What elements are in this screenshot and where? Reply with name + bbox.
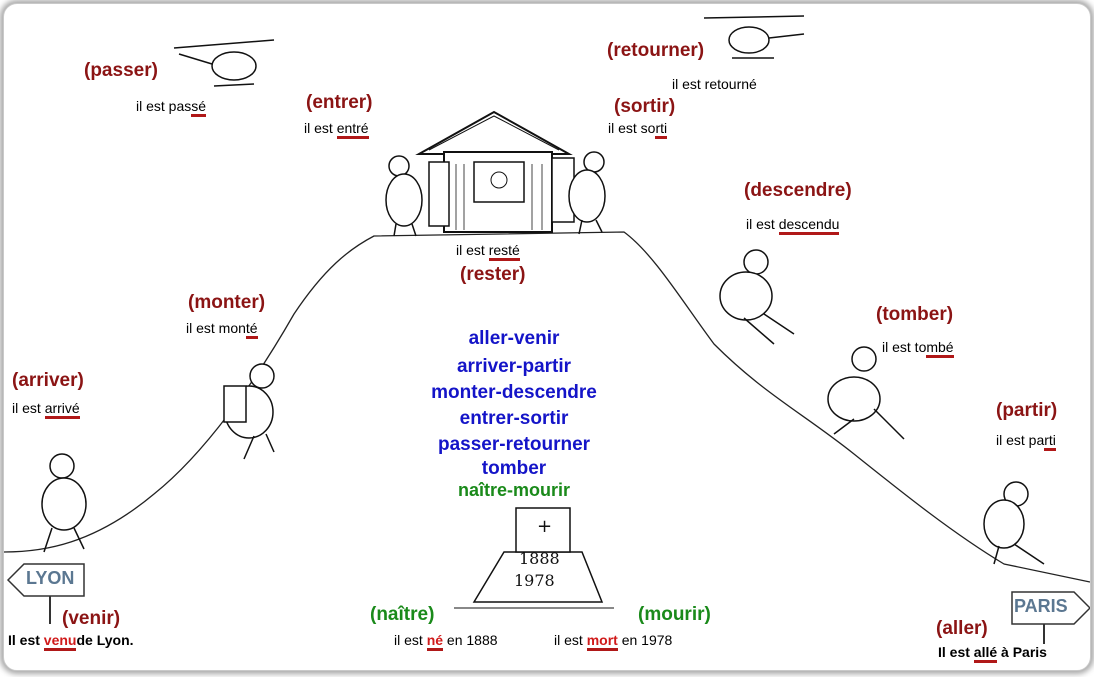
helicopter-drawing-right	[703, 15, 805, 59]
tomb-year-2: 1978	[514, 571, 555, 590]
verb-naitre: (naître)	[370, 604, 435, 625]
pair-entrer-sortir: entrer-sortir	[459, 408, 569, 429]
hiker-monter	[223, 363, 275, 460]
paris-sign	[1011, 591, 1090, 625]
phrase-tomber: il est tombé	[882, 339, 954, 358]
phrase-descendre: il est descendu	[746, 216, 840, 235]
hiker-partir	[983, 481, 1045, 565]
verb-sortir: (sortir)	[614, 96, 676, 117]
phrase-sortir: il est sorti	[608, 120, 668, 139]
hiker-arriver	[41, 453, 87, 553]
phrase-arriver: il est arrivé	[12, 400, 80, 419]
mountain-outline	[4, 231, 1090, 583]
verb-rester: (rester)	[460, 264, 526, 285]
mountain-illustration: + 1888 1978	[4, 15, 1090, 644]
verb-descendre: (descendre)	[744, 180, 852, 201]
phrase-retourner: il est retourné	[672, 76, 757, 92]
pair-tomber: tomber	[481, 458, 547, 479]
phrase-aller: Il est allé à Paris	[938, 644, 1047, 663]
phrase-venir: Il est venude Lyon.	[8, 632, 134, 651]
hiker-sortir	[568, 151, 606, 235]
verb-entrer: (entrer)	[306, 92, 373, 113]
verb-venir: (venir)	[62, 608, 121, 629]
verb-arriver: (arriver)	[12, 370, 84, 391]
phrase-rester: il est resté	[456, 242, 520, 261]
phrase-partir: il est parti	[996, 432, 1056, 451]
house-drawing	[415, 110, 575, 233]
verb-monter: (monter)	[188, 292, 266, 313]
hiker-tomber	[827, 346, 905, 440]
phrase-naitre: il est né en 1888	[394, 632, 498, 651]
verb-passer: (passer)	[84, 60, 158, 81]
verb-aller: (aller)	[936, 618, 988, 639]
tomb-year-1: 1888	[519, 549, 560, 568]
lyon-sign	[6, 563, 85, 597]
phrase-mourir: il est mort en 1978	[554, 632, 672, 651]
pair-passer-retourner: passer-retourner	[437, 434, 591, 455]
phrase-monter: il est monté	[186, 320, 258, 339]
paris-sign-text: PARIS	[1014, 596, 1068, 616]
verb-retourner: (retourner)	[607, 40, 705, 61]
verb-tomber: (tomber)	[876, 304, 954, 325]
verb-partir: (partir)	[996, 400, 1058, 421]
pair-arriver-partir: arriver-partir	[456, 356, 572, 377]
verb-mourir: (mourir)	[638, 604, 711, 625]
tomb-cross: +	[537, 516, 552, 537]
pair-naitre-mourir: naître-mourir	[457, 480, 571, 500]
tomb-drawing: + 1888 1978	[454, 507, 614, 609]
diagram-frame: + 1888 1978 LYON PARIS (passer) il est p…	[3, 3, 1091, 671]
phrase-passer: il est passé	[136, 98, 207, 117]
pair-aller-venir: aller-venir	[468, 328, 560, 349]
lyon-sign-text: LYON	[26, 568, 75, 588]
hiker-descendre	[719, 249, 795, 345]
pair-monter-descendre: monter-descendre	[431, 382, 597, 403]
helicopter-drawing-left	[173, 39, 275, 87]
hiker-entrer	[385, 155, 423, 237]
phrase-entrer: il est entré	[304, 120, 369, 139]
